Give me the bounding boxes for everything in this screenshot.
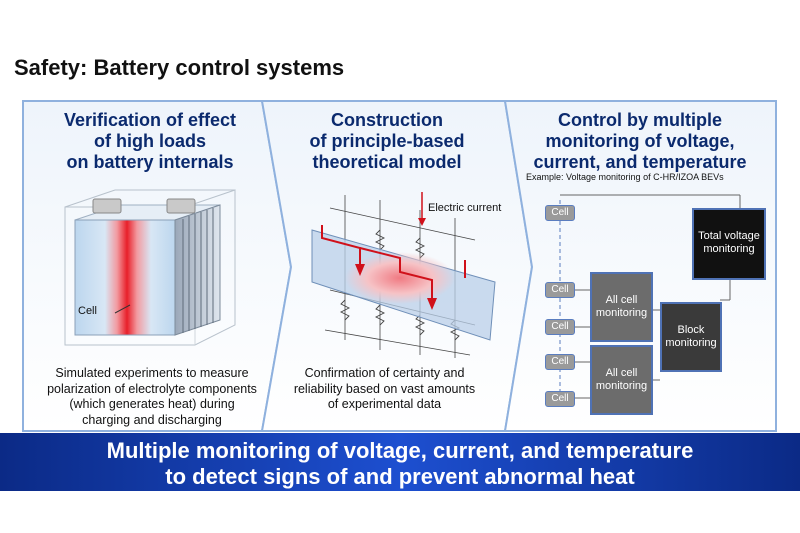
panel-2-heading-line: Construction [331,110,443,130]
panel-2-caption-line: of experimental data [327,397,442,411]
panel-3-heading-line: current, and temperature [533,152,747,172]
cell-box: Cell [545,319,575,335]
battery-cell-illustration [64,189,236,346]
panel-1-caption: Simulated experiments to measure polariz… [28,366,276,428]
all-cell-monitoring-label: monitoring [595,307,648,319]
block-monitoring-label: monitoring [665,337,717,349]
panel-1-heading: Verification of effect of high loads on … [30,110,270,173]
block-monitoring-box: Block monitoring [660,302,722,372]
banner-line: Multiple monitoring of voltage, current,… [106,438,694,463]
panel-2-heading: Construction of principle-based theoreti… [282,110,492,173]
all-cell-monitoring-label: All cell [605,294,638,306]
panel-1-heading-line: on battery internals [66,152,234,172]
total-voltage-monitoring-label: Total voltage [698,230,760,242]
all-cell-monitoring-label: All cell [605,367,638,379]
conclusion-banner: Multiple monitoring of voltage, current,… [0,433,800,491]
example-note: Example: Voltage monitoring of C-HR/IZOA… [526,172,724,182]
total-voltage-monitoring-label: monitoring [703,243,755,255]
cell-box: Cell [545,391,575,407]
panel-2-caption-line: reliability based on vast amounts [293,381,476,396]
panel-3-heading-line: Control by multiple [558,110,722,130]
electric-current-label: Electric current [428,202,502,214]
block-monitoring-label: Block [677,324,705,336]
panel-3-heading: Control by multiple monitoring of voltag… [512,110,768,173]
all-cell-monitoring-label: monitoring [595,380,648,392]
panel-2-caption-line: Confirmation of certainty and [304,366,465,380]
monitoring-connections [559,194,741,410]
panel-1-caption-line: charging and discharging [82,412,222,427]
total-voltage-monitoring-box: Total voltage monitoring [692,208,766,280]
panel-1-caption-line: polarization of electrolyte components [47,381,257,396]
panel-1-caption-line: Simulated experiments to measure [55,366,249,380]
page-title: Safety: Battery control systems [14,55,345,80]
panel-2-heading-line: of principle-based [309,131,465,151]
cell-box: Cell [545,282,575,298]
theoretical-model-illustration [311,192,496,358]
banner-line: to detect signs of and prevent abnormal … [165,464,635,489]
panel-2-heading-line: theoretical model [312,152,462,172]
cell-box: Cell [545,354,575,370]
cell-label: Cell [78,305,97,317]
all-cell-monitoring-box-upper: All cell monitoring [590,272,653,342]
panel-1-heading-line: of high loads [94,131,206,151]
all-cell-monitoring-box-lower: All cell monitoring [590,345,653,415]
panel-3-heading-line: monitoring of voltage, [545,131,735,151]
cell-box: Cell [545,205,575,221]
panel-1-caption-line: (which generates heat) during [69,397,235,411]
panel-2-caption: Confirmation of certainty and reliabilit… [282,366,487,413]
panel-1-heading-line: Verification of effect [63,110,237,130]
